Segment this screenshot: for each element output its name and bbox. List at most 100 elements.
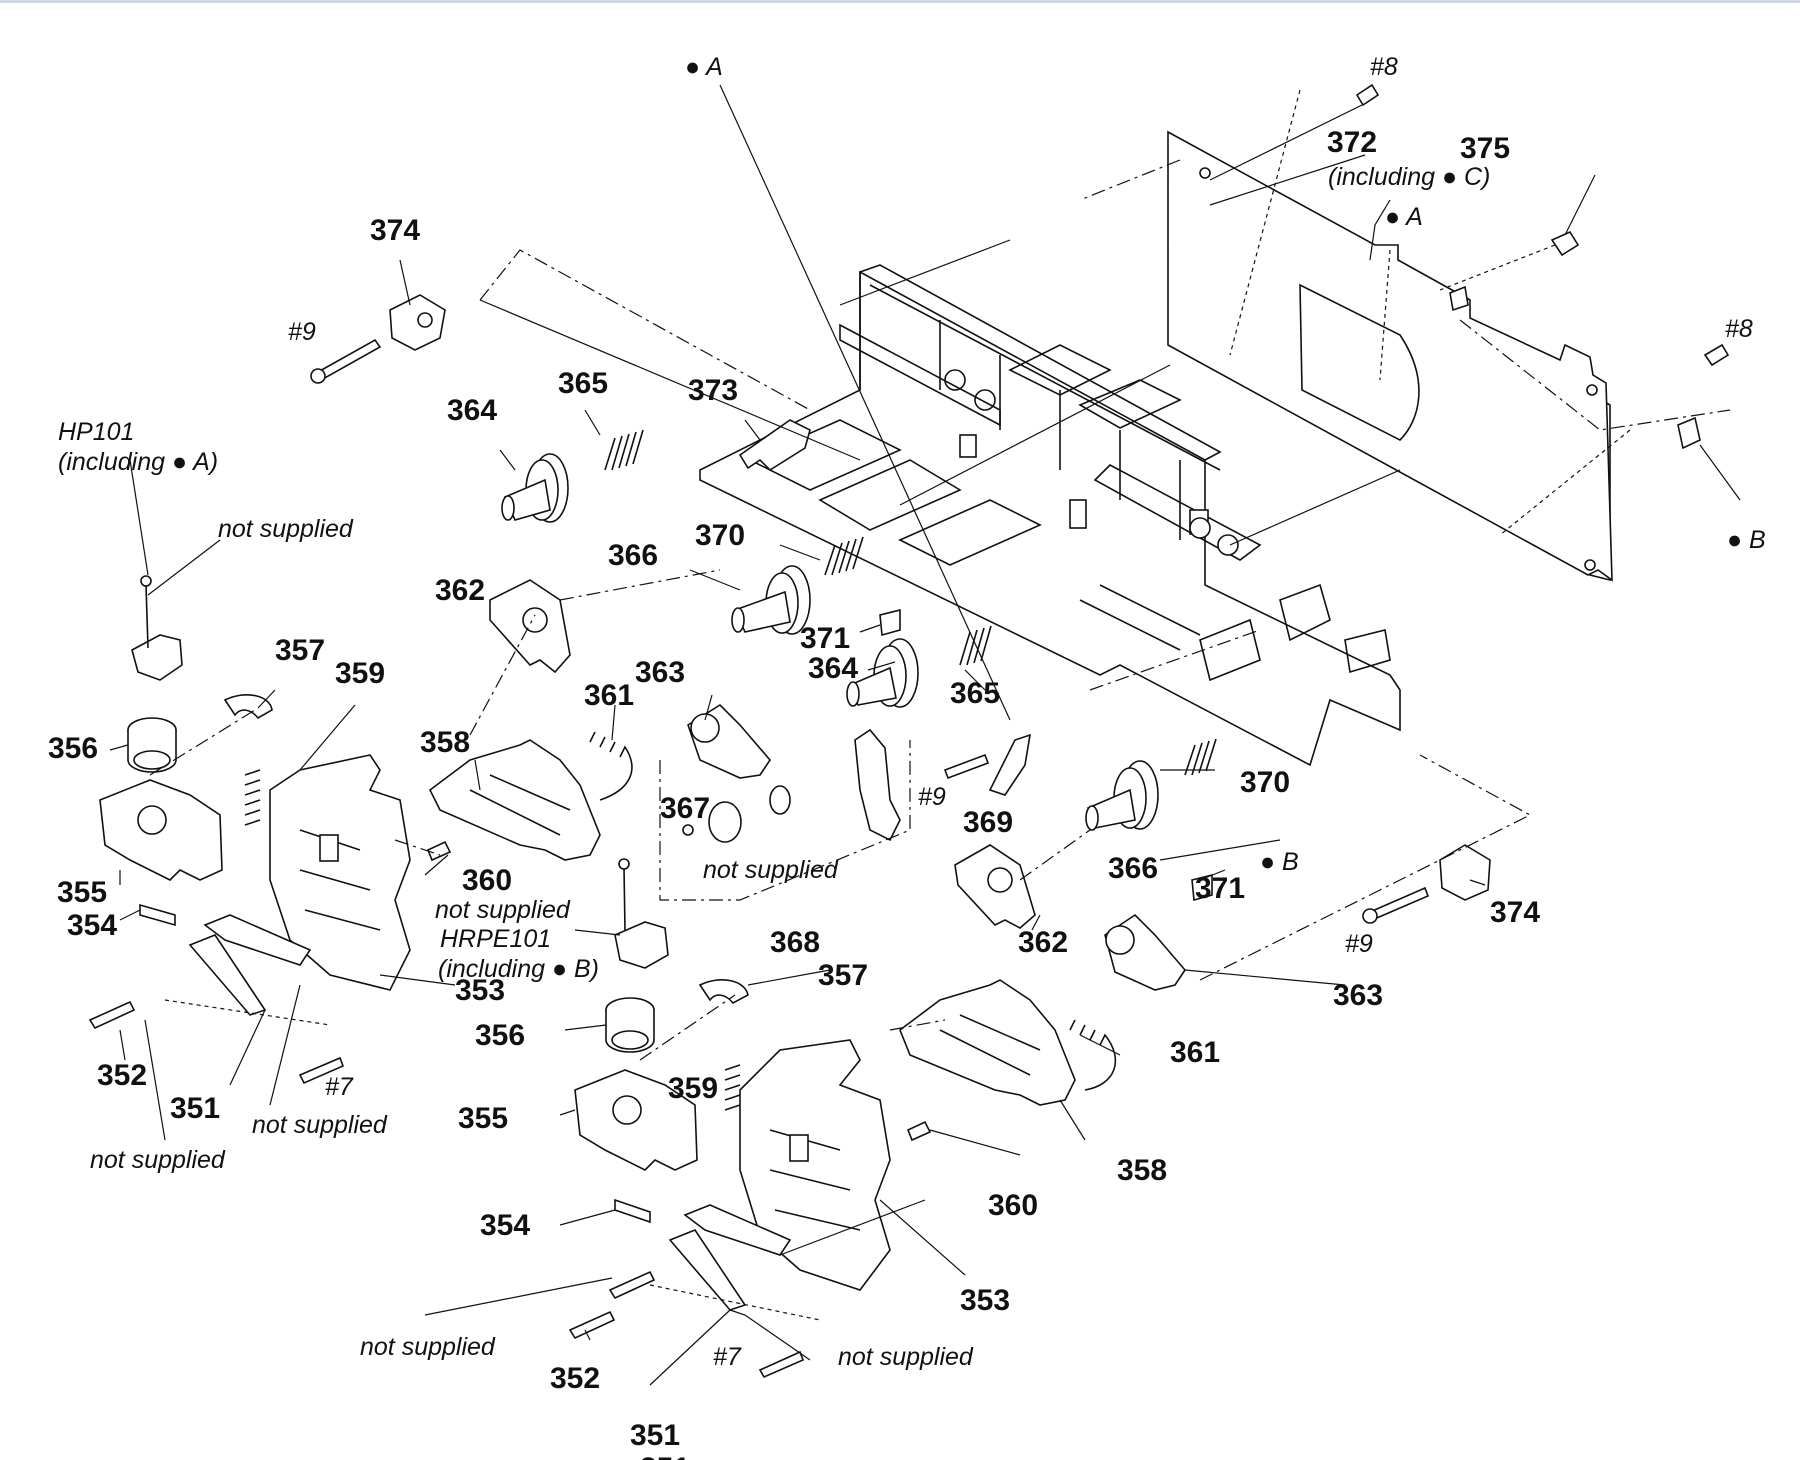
label-372: 372 (1327, 126, 1377, 159)
note-hp101-including: (including ● A) (58, 448, 218, 476)
label-367: 367 (660, 792, 710, 825)
base-355-left (99, 779, 223, 881)
ref-9-top: #9 (288, 318, 316, 346)
bracket-373 (738, 419, 811, 472)
label-354-left: 354 (67, 909, 117, 942)
label-371-center: 371 (800, 622, 850, 655)
label-bottom-partial: 351 (640, 1452, 690, 1460)
label-361-right: 361 (1170, 1036, 1220, 1069)
screw-360-right (906, 1120, 932, 1142)
label-360-right: 360 (988, 1189, 1038, 1222)
spring-365-mid (959, 625, 992, 666)
spring-365-top (604, 429, 644, 471)
bracket-351-left (188, 914, 312, 1016)
ref-bracket-b (1677, 416, 1701, 450)
label-356-center: 356 (475, 1019, 525, 1052)
label-360-left: 360 (462, 864, 512, 897)
spring-370-center (824, 536, 864, 576)
label-357-left: 357 (275, 634, 325, 667)
note-not-supplied-1: not supplied (218, 515, 354, 543)
screw-8-top (1355, 83, 1380, 107)
label-358-left: 358 (420, 726, 470, 759)
reel-gear-364-mid (846, 638, 919, 708)
head-hrpe101-center (614, 858, 669, 969)
ref-8-top: #8 (1370, 53, 1398, 81)
label-361-left: 361 (584, 679, 634, 712)
spring-361-right (1069, 1019, 1117, 1091)
screw-352-center-2 (608, 1270, 656, 1300)
head-hp101-left (131, 575, 183, 681)
holder-358-left (428, 739, 601, 861)
label-358-right: 358 (1117, 1154, 1167, 1187)
label-370-right: 370 (1240, 766, 1290, 799)
note-not-supplied-5: not supplied (90, 1146, 226, 1174)
label-369: 369 (963, 806, 1013, 839)
lever-369 (988, 733, 1032, 796)
reel-gear-364-top (501, 453, 569, 523)
label-366-center: 366 (608, 539, 658, 572)
callout-labels: 374 375 372 364 365 373 370 366 362 371 … (48, 126, 1540, 1452)
screw-375 (1550, 230, 1580, 257)
label-371-right: 371 (1195, 872, 1245, 905)
screw-352-center (568, 1310, 616, 1340)
ref-7-center: #7 (713, 1343, 742, 1371)
label-351-center: 351 (630, 1419, 680, 1452)
ref-9-right: #9 (1345, 930, 1373, 958)
note-not-supplied-4: not supplied (252, 1111, 388, 1139)
label-374-right: 374 (1490, 896, 1540, 929)
chassis-353-center (739, 1039, 891, 1291)
note-not-supplied-2: not supplied (703, 856, 839, 884)
note-372-including: (including ● C) (1328, 163, 1490, 191)
note-hrpe101: HRPE101 (440, 925, 551, 953)
screw-8-right (1703, 343, 1730, 367)
label-363-left: 363 (635, 656, 685, 689)
clipped-bottom-label: 351 (640, 1452, 690, 1460)
spring-359-left (244, 769, 261, 826)
lever-354-center (614, 1198, 651, 1224)
roller-363-right (1104, 913, 1187, 991)
note-not-supplied-6: not supplied (360, 1333, 496, 1361)
roller-362-left (489, 579, 571, 674)
reel-gear-366-center (731, 565, 811, 635)
washer-357-left (223, 694, 273, 720)
label-356-left: 356 (48, 732, 98, 765)
label-352-left: 352 (97, 1059, 147, 1092)
label-354-center: 354 (480, 1209, 530, 1242)
pulley-374-top (310, 294, 446, 384)
annotation-notes: not supplied not supplied not supplied n… (58, 53, 1766, 1371)
label-351-left: 351 (170, 1092, 220, 1125)
label-363-right: 363 (1333, 979, 1383, 1012)
screw-reference-labels: #8 #8 #9 #9 #9 #7 #7 (288, 53, 1753, 1371)
lever-assy-368 (659, 728, 911, 901)
top-border (0, 0, 1800, 3)
label-364-top: 364 (447, 394, 497, 427)
label-375: 375 (1460, 132, 1510, 165)
spring-370-right (1184, 738, 1217, 776)
holder-358-right (899, 979, 1076, 1106)
spring-359-center (724, 1064, 741, 1111)
label-365-top: 365 (558, 367, 608, 400)
capstan-356-left (127, 717, 177, 773)
label-362-left: 362 (435, 574, 485, 607)
label-365-mid: 365 (950, 677, 1000, 710)
note-hrpe101-including: (including ● B) (438, 955, 599, 983)
ref-bracket-a (1449, 285, 1469, 312)
ref-b-right: ● B (1727, 526, 1766, 554)
label-368: 368 (770, 926, 820, 959)
screw-7-center (758, 1350, 805, 1379)
label-370-center: 370 (695, 519, 745, 552)
screw-352-left (88, 1000, 136, 1030)
label-364-mid: 364 (808, 652, 858, 685)
spring-361-left (589, 731, 633, 801)
ref-a-right: ● A (1385, 203, 1423, 231)
screw-9-center (943, 753, 990, 780)
ref-9-center: #9 (918, 783, 946, 811)
dotted-guides (1229, 89, 1631, 536)
stopper-371-center (879, 608, 901, 637)
pulley-374-right (1362, 844, 1491, 924)
bracket-351-center (668, 1204, 792, 1311)
screw-7-left (298, 1056, 345, 1085)
ref-b-mid: ● B (1260, 848, 1299, 876)
label-359-left: 359 (335, 657, 385, 690)
